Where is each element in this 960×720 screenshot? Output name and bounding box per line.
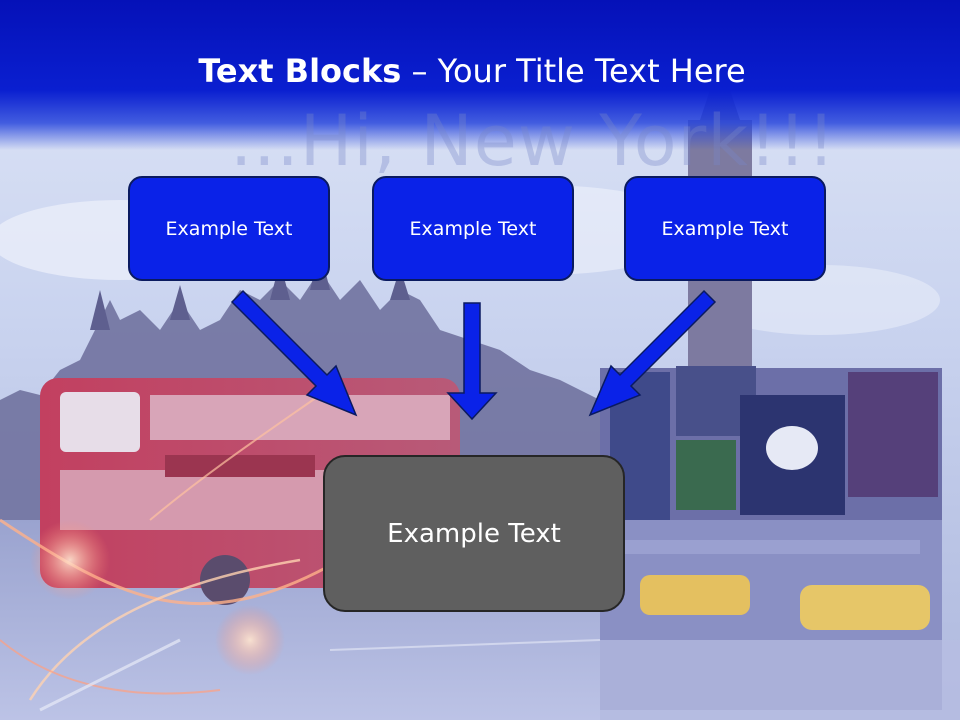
text-block-left-label: Example Text — [165, 217, 293, 240]
title-rest: Your Title Text Here — [437, 52, 746, 90]
text-block-left[interactable]: Example Text — [128, 176, 330, 281]
target-text-block-label: Example Text — [387, 518, 561, 549]
text-block-right[interactable]: Example Text — [624, 176, 826, 281]
target-text-block[interactable]: Example Text — [323, 455, 625, 612]
background-watermark: ...Hi, New York!!! — [230, 100, 837, 182]
text-block-center[interactable]: Example Text — [372, 176, 574, 281]
text-block-right-label: Example Text — [661, 217, 789, 240]
title-dash: – — [411, 52, 428, 90]
title-bold: Text Blocks — [198, 52, 402, 90]
slide-title: Text Blocks – Your Title Text Here — [0, 52, 944, 90]
text-block-center-label: Example Text — [409, 217, 537, 240]
header-band — [0, 0, 960, 150]
